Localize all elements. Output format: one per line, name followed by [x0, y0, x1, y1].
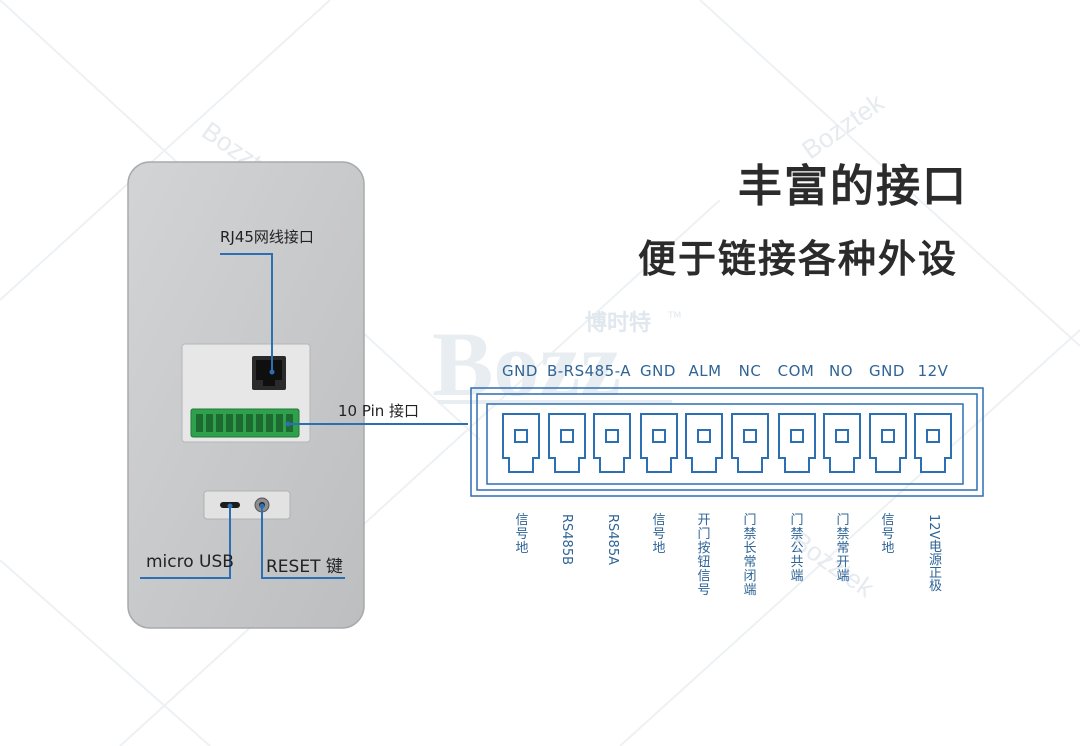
terminal-pins — [502, 413, 952, 473]
pin-code-5: ALM — [688, 362, 722, 380]
watermark-brand-cn: 博时特 — [585, 310, 651, 336]
watermark-brand: Bozz — [432, 313, 621, 415]
terminal-pin-screw-10 — [926, 429, 940, 443]
terminal-pin-screw-3 — [605, 429, 619, 443]
page-subtitle: 便于链接各种外设 — [637, 237, 958, 281]
terminal-pin-screw-5 — [697, 429, 711, 443]
pin-code-1: GND — [502, 362, 538, 380]
pin-desc-8: 门禁常开端 — [836, 513, 850, 584]
watermark-tm: TM — [667, 311, 681, 321]
pin-code-7: COM — [777, 362, 815, 380]
pin-desc-3: RS485A — [605, 514, 620, 565]
pin-desc-9: 信号地 — [881, 513, 895, 556]
pin-code-6: NC — [738, 362, 762, 380]
pin-desc-4: 信号地 — [652, 513, 666, 556]
pin10-callout: 10 Pin 接口 — [338, 402, 420, 420]
pin-code-10: 12V — [917, 362, 949, 380]
pin-code-2: B-RS485-A — [546, 362, 632, 380]
terminal-pin-screw-8 — [835, 429, 849, 443]
pin-desc-5: 开门按钮信号 — [697, 513, 711, 598]
pin-desc-2: RS485B — [559, 514, 574, 566]
reset-callout: RESET 键 — [266, 557, 343, 577]
terminal-pin-screw-1 — [514, 429, 528, 443]
rj45-port-icon — [252, 356, 286, 390]
terminal-pin-screw-4 — [652, 429, 666, 443]
pin-desc-1: 信号地 — [515, 513, 529, 556]
pin-code-4: GND — [640, 362, 676, 380]
terminal-pin-screw-6 — [743, 429, 757, 443]
pin-code-8: NO — [828, 362, 854, 380]
micro-usb-callout: micro USB — [146, 552, 234, 572]
terminal-pin-screw-9 — [881, 429, 895, 443]
pin-desc-10: 12V电源正极 — [926, 514, 941, 592]
pin-desc-7: 门禁公共端 — [790, 513, 804, 584]
terminal-pin-screw-7 — [790, 429, 804, 443]
rj45-callout: RJ45网线接口 — [220, 228, 314, 246]
terminal-block-diagram — [470, 387, 984, 497]
pin-desc-6: 门禁长常闭端 — [743, 513, 757, 598]
usb-reset-recess — [203, 490, 291, 520]
page-title: 丰富的接口 — [738, 161, 968, 212]
terminal-pin-screw-2 — [560, 429, 574, 443]
pin-code-9: GND — [869, 362, 905, 380]
green-terminal-icon — [190, 408, 300, 438]
